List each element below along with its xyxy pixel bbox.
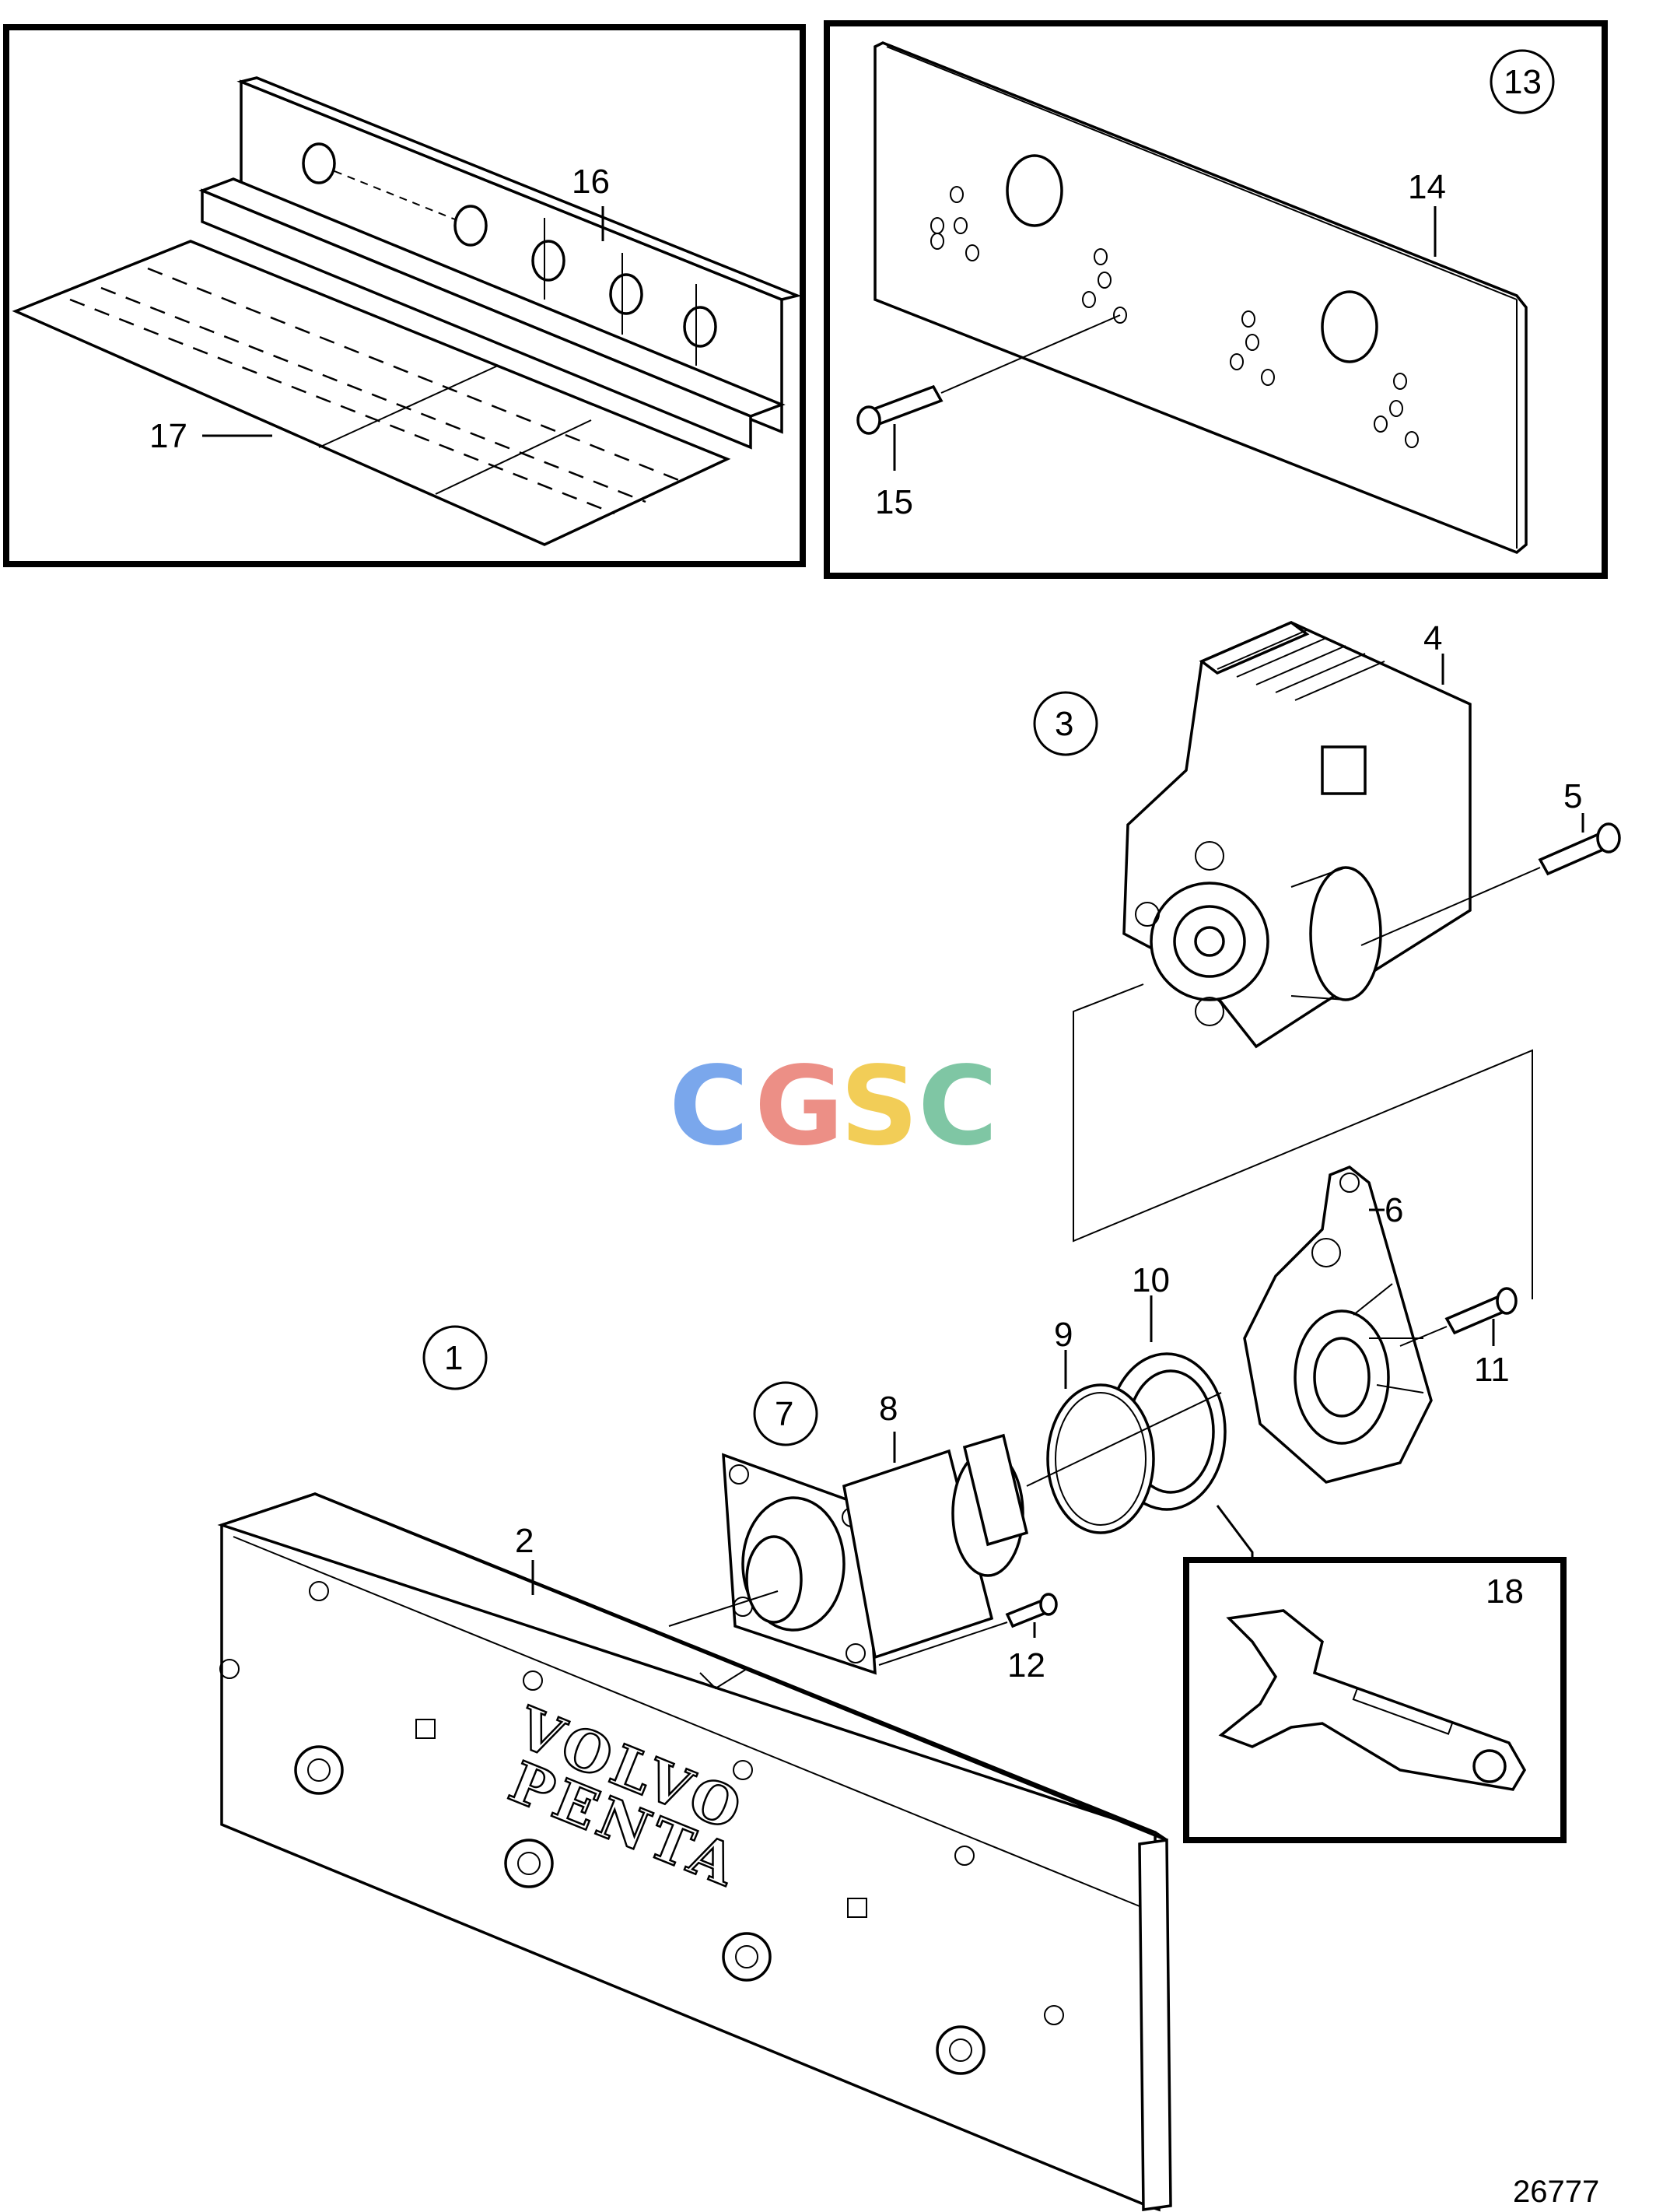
callout-6: 6 bbox=[1385, 1191, 1403, 1229]
inset-rail-assembly: 16 17 bbox=[3, 24, 806, 567]
watermark-letter: C bbox=[918, 1043, 998, 1170]
watermark-cgsc: C G S C bbox=[669, 1043, 998, 1170]
callout-8: 8 bbox=[879, 1390, 898, 1428]
plate-holes bbox=[930, 186, 1419, 448]
callout-13: 13 bbox=[1504, 63, 1542, 101]
control-module-assembly: 3 4 5 bbox=[1033, 619, 1621, 1299]
drawing-number: 26777 bbox=[1513, 2175, 1599, 2209]
bracket-assembly: 6 10 9 11 bbox=[1046, 1165, 1518, 1534]
callout-circle-1 bbox=[422, 1325, 488, 1390]
watermark-letter: S bbox=[840, 1043, 919, 1170]
callout-18: 18 bbox=[1486, 1572, 1524, 1611]
callout-4: 4 bbox=[1423, 619, 1442, 657]
inset-mounting-plate: 13 14 15 bbox=[824, 20, 1608, 579]
callout-10: 10 bbox=[1132, 1261, 1170, 1299]
bolt-11 bbox=[1399, 1287, 1518, 1347]
watermark-letter: C bbox=[669, 1043, 749, 1170]
volvo-penta-logo: VOLVO PENTA bbox=[499, 1692, 755, 1901]
bolt-5 bbox=[1360, 822, 1621, 946]
callout-17: 17 bbox=[149, 417, 187, 455]
bolt-15 bbox=[856, 314, 1121, 435]
callout-1: 1 bbox=[444, 1339, 463, 1377]
motor-assembly: 7 8 12 bbox=[722, 1381, 1222, 1684]
callout-2: 2 bbox=[515, 1522, 534, 1560]
callout-5: 5 bbox=[1563, 777, 1582, 815]
watermark-letter: G bbox=[754, 1043, 844, 1170]
callout-11: 11 bbox=[1474, 1351, 1510, 1389]
callout-7: 7 bbox=[775, 1395, 793, 1433]
callout-14: 14 bbox=[1408, 168, 1446, 206]
panel-holes bbox=[219, 1581, 1064, 2075]
inset-spanner-wrench: 18 bbox=[1183, 1505, 1567, 1843]
bolt-12 bbox=[878, 1593, 1058, 1666]
callout-circle-7 bbox=[753, 1381, 818, 1446]
callout-15: 15 bbox=[875, 483, 913, 521]
callout-circle-3 bbox=[1033, 691, 1098, 756]
callout-circle-13 bbox=[1490, 49, 1555, 114]
bolt-row bbox=[302, 142, 717, 366]
callout-16: 16 bbox=[572, 163, 610, 201]
panel-cover: 1 VOLVO bbox=[217, 1325, 1172, 2212]
callout-3: 3 bbox=[1055, 705, 1073, 743]
callout-12: 12 bbox=[1007, 1646, 1045, 1684]
callout-9: 9 bbox=[1054, 1316, 1073, 1354]
